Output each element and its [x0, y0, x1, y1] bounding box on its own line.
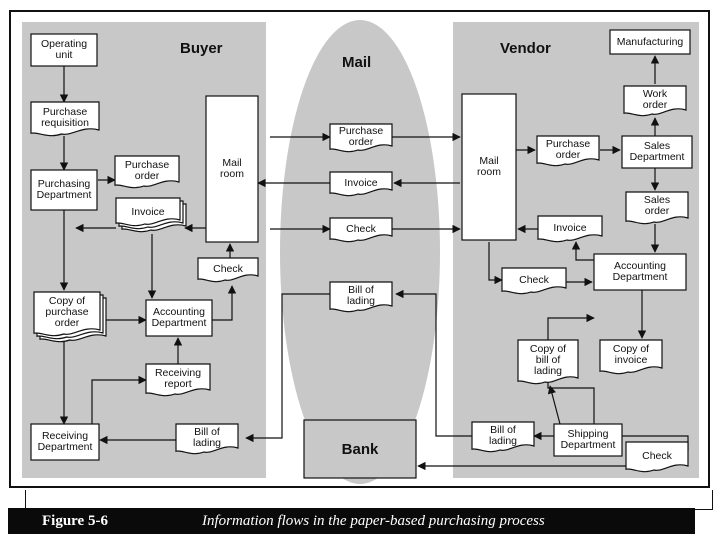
box-bank [303, 419, 417, 479]
doc-mail-invoice [329, 171, 393, 197]
box-receiving-department [30, 423, 100, 461]
label-buyer-bill-of-lading: Bill of lading [192, 426, 222, 449]
doc-vendor-bill-of-lading [471, 421, 535, 453]
label-purchasing-department: Purchasing Department [36, 178, 92, 201]
label-mail-bill-of-lading: Bill of lading [346, 284, 376, 307]
diagram-frame [9, 10, 710, 488]
label-purchase-requisition: Purchase requisition [41, 106, 89, 129]
label-shipping-department: Shipping Department [560, 428, 616, 451]
doc-vendor-invoice [537, 215, 603, 243]
doc-work-order [623, 85, 687, 117]
label-vendor-bill-of-lading: Bill of lading [488, 424, 518, 447]
doc-vendor-check-to-bank [625, 441, 689, 473]
label-sales-department: Sales Department [629, 140, 685, 163]
figure-caption: Figure 5-6 Information flows in the pape… [8, 508, 695, 534]
label-buyer-accounting: Accounting Department [151, 306, 207, 329]
region-mail-title: Mail [342, 54, 372, 71]
region-vendor-title: Vendor [500, 40, 551, 57]
label-sales-order: Sales order [643, 194, 671, 217]
doc-buyer-invoice [115, 197, 181, 227]
arrow-mail-bol-to-receiving-bol [245, 293, 330, 443]
doc-vendor-check [501, 267, 567, 295]
doc-mail-purchase-order [329, 123, 393, 153]
arrow-shipping-to-copy-bol [547, 385, 561, 425]
label-vendor-check-to-bank: Check [642, 449, 672, 462]
doc-mail-check [329, 217, 393, 243]
doc-buyer-purchase-order [114, 155, 180, 189]
box-shipping-department [553, 423, 623, 457]
label-vendor-purchase-order: Purchase order [545, 138, 591, 161]
label-manufacturing: Manufacturing [616, 35, 684, 48]
label-mail-check: Check [346, 222, 376, 235]
box-sales-department [621, 135, 693, 169]
mail-ellipse [280, 20, 440, 484]
label-vendor-check: Check [519, 273, 549, 286]
arrow-vendor-mailroom-to-check [488, 242, 503, 285]
label-copy-of-purchase-order: Copy of purchase order [45, 294, 89, 329]
label-vendor-mailroom: Mail room [477, 155, 501, 178]
label-buyer-invoice: Invoice [131, 205, 165, 218]
label-buyer-check: Check [213, 262, 243, 275]
label-operating-unit: Operating unit [40, 38, 88, 61]
arrow-accounting-to-check [212, 285, 237, 321]
caption-frame [25, 490, 713, 510]
caption-number: Figure 5-6 [42, 512, 108, 529]
label-mail-purchase-order: Purchase order [338, 125, 384, 148]
label-copy-of-bill-of-lading: Copy of bill of lading [529, 342, 567, 377]
arrow-bol-to-mail-bol [395, 289, 472, 437]
label-vendor-accounting: Accounting Department [612, 260, 668, 283]
caption-text: Information flows in the paper-based pur… [202, 512, 545, 529]
doc-purchase-requisition [30, 101, 100, 137]
doc-receiving-report [145, 363, 211, 397]
box-vendor-mailroom [461, 93, 517, 241]
doc-copy-of-invoice [599, 339, 663, 375]
doc-buyer-bill-of-lading [175, 423, 239, 455]
label-receiving-report: Receiving report [154, 367, 202, 390]
doc-sales-order [625, 191, 689, 225]
doc-buyer-check [197, 257, 259, 283]
region-buyer-title: Buyer [180, 40, 223, 57]
label-buyer-mailroom: Mail room [220, 157, 244, 180]
arrow-accounting-to-invoice [571, 241, 594, 261]
label-buyer-purchase-order: Purchase order [124, 159, 170, 182]
doc-mail-bill-of-lading [329, 281, 393, 313]
box-buyer-accounting [145, 299, 213, 337]
label-bank: Bank [341, 440, 379, 458]
label-receiving-department: Receiving Department [37, 430, 93, 453]
box-purchasing-department [30, 169, 98, 211]
box-buyer-mailroom [205, 95, 259, 243]
arrow-receiving-to-report [91, 375, 147, 424]
label-vendor-invoice: Invoice [553, 221, 587, 234]
doc-vendor-purchase-order [536, 135, 600, 167]
label-copy-of-invoice: Copy of invoice [612, 343, 650, 366]
box-vendor-accounting [593, 253, 687, 291]
label-mail-invoice: Invoice [344, 176, 378, 189]
doc-copy-of-purchase-order [33, 291, 101, 337]
box-operating-unit [30, 33, 98, 67]
box-manufacturing [609, 29, 691, 55]
doc-copy-of-bill-of-lading [517, 339, 579, 385]
label-work-order: Work order [642, 88, 668, 111]
